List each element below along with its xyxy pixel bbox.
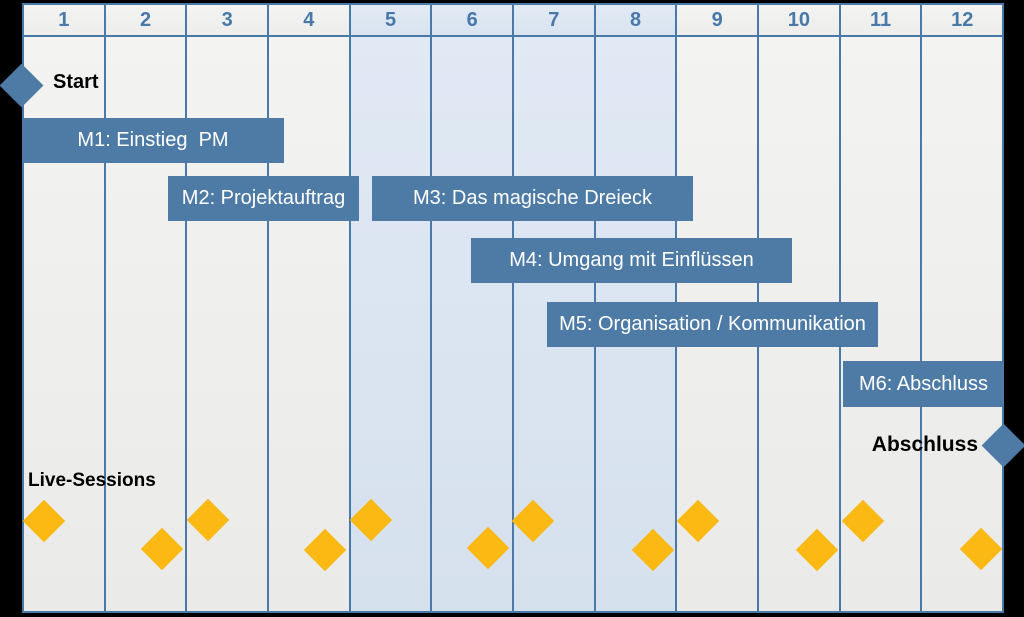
week-header-cell-4: 4 [269, 5, 351, 35]
week-column-9 [677, 37, 760, 611]
week-header-cell-6: 6 [432, 5, 515, 35]
week-columns-row [24, 37, 1003, 611]
week-column-4 [269, 37, 351, 611]
week-header-cell-2: 2 [105, 5, 188, 35]
week-header-cell-8: 8 [595, 5, 678, 35]
week-column-5 [350, 37, 433, 611]
week-column-2 [105, 37, 188, 611]
week-column-11 [840, 37, 923, 611]
week-column-7 [514, 37, 596, 611]
week-header-cell-1: 1 [24, 5, 106, 35]
week-column-8 [595, 37, 678, 611]
week-header-cell-11: 11 [840, 5, 923, 35]
week-header-cell-12: 12 [922, 5, 1003, 35]
week-column-1 [24, 37, 106, 611]
week-column-10 [759, 37, 841, 611]
week-header-cell-9: 9 [677, 5, 760, 35]
week-column-3 [187, 37, 270, 611]
week-column-6 [432, 37, 515, 611]
week-header-cell-5: 5 [350, 5, 433, 35]
week-header-cell-10: 10 [759, 5, 841, 35]
week-header-cell-7: 7 [514, 5, 596, 35]
week-header-cell-3: 3 [187, 5, 270, 35]
week-column-12 [922, 37, 1003, 611]
